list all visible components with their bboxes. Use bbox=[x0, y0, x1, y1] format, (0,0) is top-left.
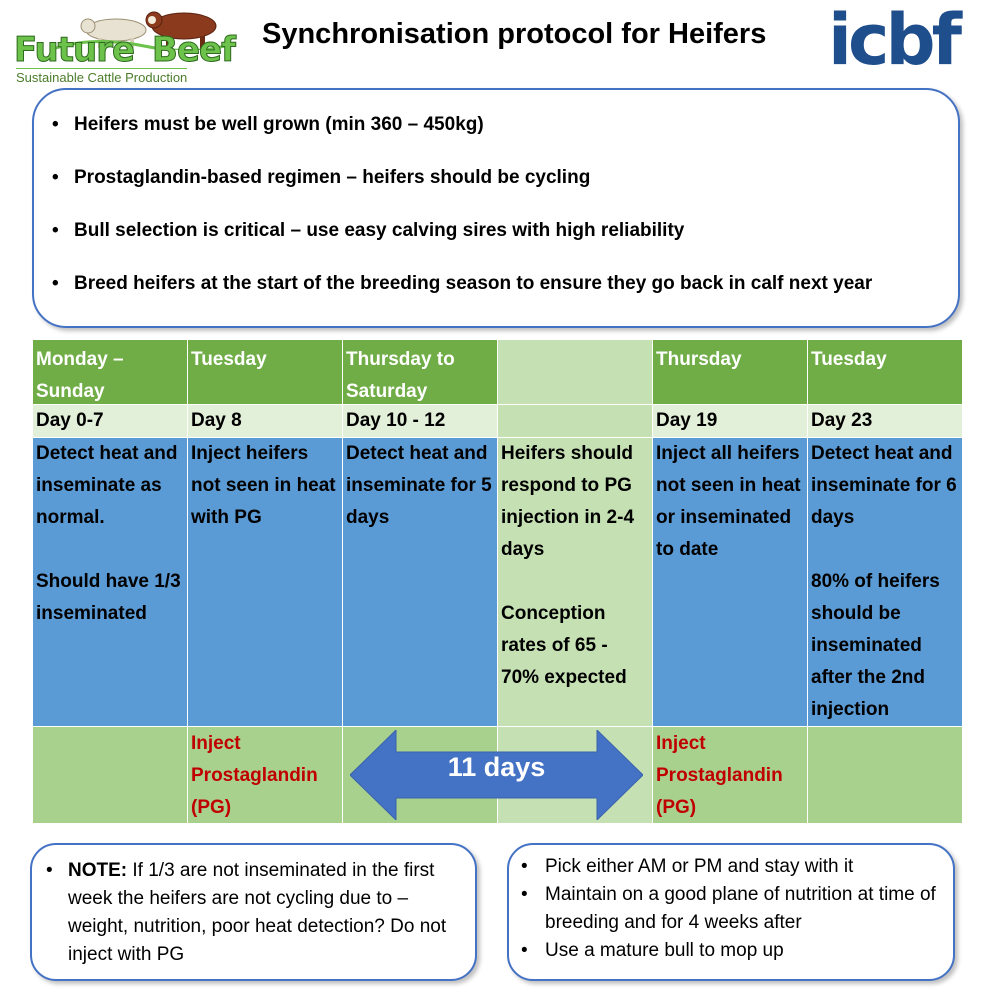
key-point-item: Prostaglandin-based regimen – heifers sh… bbox=[52, 165, 938, 191]
action-text: Detect heat and inseminate for 6 days bbox=[811, 443, 957, 528]
action-text: Detect heat and inseminate as normal. bbox=[36, 443, 178, 528]
tip-item: Pick either AM or PM and stay with it bbox=[509, 853, 943, 881]
key-point-item: Breed heifers at the start of the breedi… bbox=[52, 271, 938, 297]
day-label: Day 23 bbox=[808, 404, 962, 437]
action-cell: Detect heat and inseminate for 5 days bbox=[343, 437, 497, 726]
action-text: Inject heifers not seen in heat with PG bbox=[191, 443, 336, 528]
interval-label: 11 days bbox=[447, 752, 546, 782]
day-label: Day 0-7 bbox=[33, 404, 187, 437]
protocol-table: Monday – Sunday Day 0-7 Detect heat and … bbox=[33, 340, 962, 823]
day-label: Day 10 - 12 bbox=[343, 404, 497, 437]
future-beef-logo: Future Beef Sustainable Cattle Production bbox=[13, 4, 239, 85]
icbf-logo: icbf bbox=[828, 0, 962, 81]
tip-item: Maintain on a good plane of nutrition at… bbox=[509, 881, 943, 937]
tips-box: Pick either AM or PM and stay with it Ma… bbox=[507, 843, 955, 981]
action-extra-text: Should have 1/3 inseminated bbox=[36, 571, 181, 624]
injection-cell bbox=[33, 726, 187, 823]
column-day-10-12: Thursday to Saturday Day 10 - 12 Detect … bbox=[343, 340, 497, 823]
period-header: Thursday to Saturday bbox=[343, 340, 497, 404]
period-header bbox=[498, 340, 652, 404]
action-text: Heifers should respond to PG injection i… bbox=[501, 443, 635, 560]
interval-arrow-icon bbox=[350, 730, 643, 820]
action-text: Detect heat and inseminate for 5 days bbox=[346, 443, 492, 528]
action-cell: Detect heat and inseminate as normal. Sh… bbox=[33, 437, 187, 726]
note-text: If 1/3 are not inseminated in the first … bbox=[68, 860, 447, 965]
injection-cell: Inject Prostaglandin (PG) bbox=[188, 726, 342, 823]
injection-cell bbox=[808, 726, 962, 823]
note-label: NOTE: bbox=[68, 860, 128, 881]
action-cell: Inject heifers not seen in heat with PG bbox=[188, 437, 342, 726]
page-title: Synchronisation protocol for Heifers bbox=[262, 18, 767, 50]
column-day-23: Tuesday Day 23 Detect heat and inseminat… bbox=[808, 340, 962, 823]
cattle-icon bbox=[55, 11, 233, 50]
note-item: NOTE: If 1/3 are not inseminated in the … bbox=[32, 845, 475, 969]
injection-cell: Inject Prostaglandin (PG) bbox=[653, 726, 807, 823]
key-points-list: Heifers must be well grown (min 360 – 45… bbox=[34, 90, 958, 297]
period-header: Thursday bbox=[653, 340, 807, 404]
day-label: Day 19 bbox=[653, 404, 807, 437]
action-extra-text: 80% of heifers should be inseminated aft… bbox=[811, 571, 940, 720]
tips-list: Pick either AM or PM and stay with it Ma… bbox=[509, 845, 953, 965]
note-box: NOTE: If 1/3 are not inseminated in the … bbox=[30, 843, 477, 981]
action-cell: Heifers should respond to PG injection i… bbox=[498, 437, 652, 726]
key-points-box: Heifers must be well grown (min 360 – 45… bbox=[32, 88, 960, 328]
column-day-0-7: Monday – Sunday Day 0-7 Detect heat and … bbox=[33, 340, 187, 823]
period-header: Monday – Sunday bbox=[33, 340, 187, 404]
note-list: NOTE: If 1/3 are not inseminated in the … bbox=[32, 845, 475, 969]
period-header: Tuesday bbox=[808, 340, 962, 404]
logo-tagline: Sustainable Cattle Production bbox=[16, 68, 188, 85]
key-point-item: Heifers must be well grown (min 360 – 45… bbox=[52, 112, 938, 138]
action-cell: Detect heat and inseminate for 6 days 80… bbox=[808, 437, 962, 726]
period-header: Tuesday bbox=[188, 340, 342, 404]
column-day-8: Tuesday Day 8 Inject heifers not seen in… bbox=[188, 340, 342, 823]
logo-word-future: Future bbox=[13, 30, 135, 71]
day-label bbox=[498, 404, 652, 437]
action-text: Inject all heifers not seen in heat or i… bbox=[656, 443, 801, 560]
tip-item: Use a mature bull to mop up bbox=[509, 937, 943, 965]
future-beef-wordmark: Future Beef bbox=[13, 30, 237, 71]
column-day-19: Thursday Day 19 Inject all heifers not s… bbox=[653, 340, 807, 823]
action-cell: Inject all heifers not seen in heat or i… bbox=[653, 437, 807, 726]
key-point-item: Bull selection is critical – use easy ca… bbox=[52, 218, 938, 244]
logo-word-beef: Beef bbox=[152, 30, 237, 71]
day-label: Day 8 bbox=[188, 404, 342, 437]
action-extra-text: Conception rates of 65 - 70% expected bbox=[501, 603, 627, 688]
